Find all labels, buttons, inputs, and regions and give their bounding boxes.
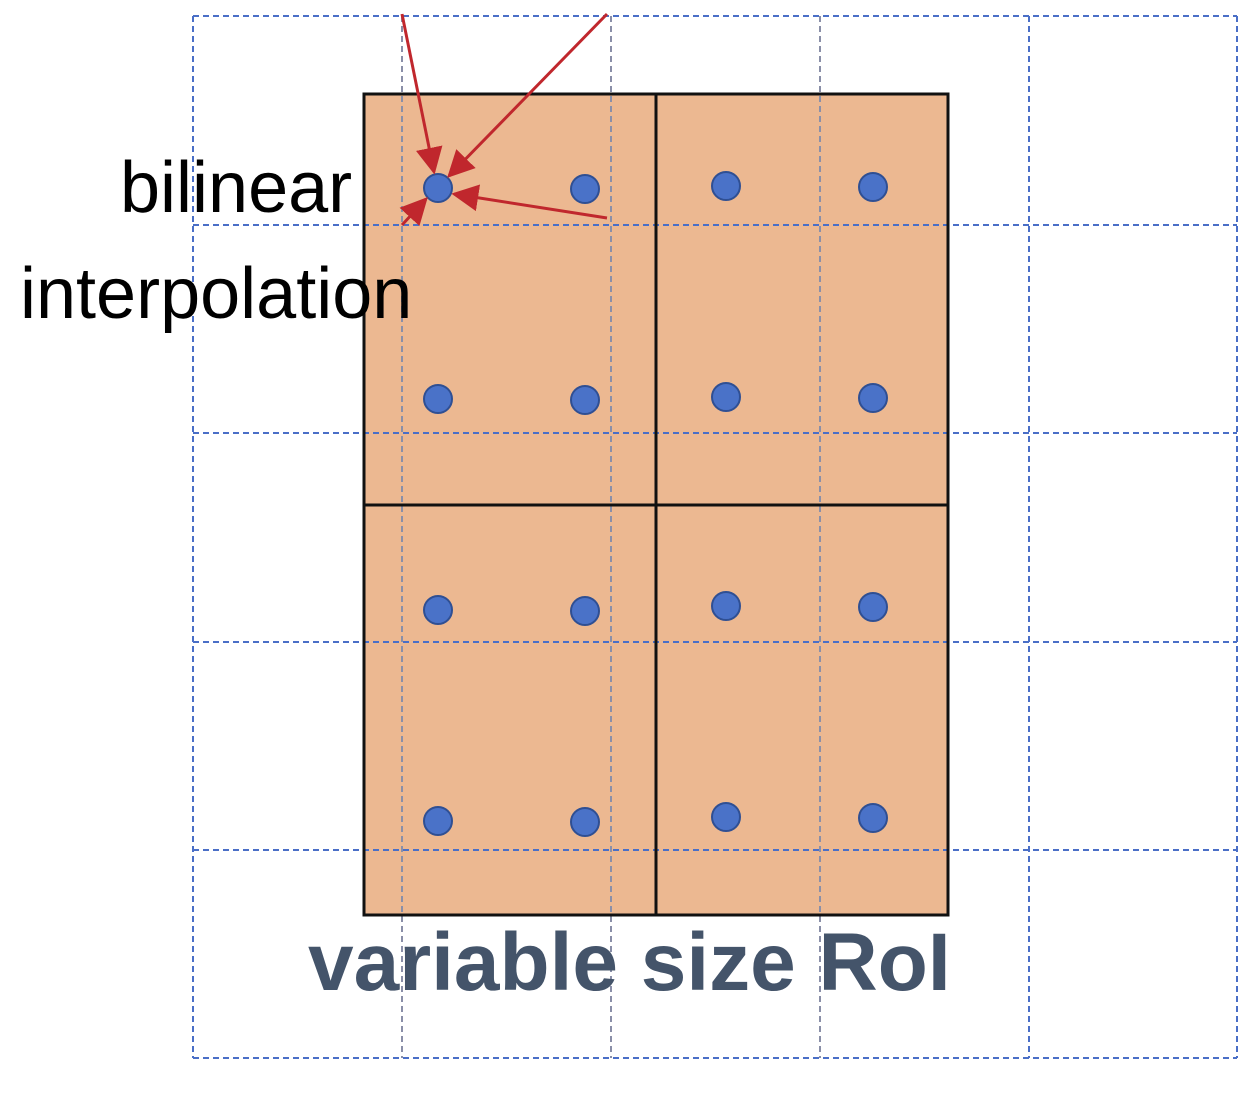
sample-point <box>570 385 600 415</box>
sample-point <box>711 382 741 412</box>
interpolation-arrows <box>399 12 609 227</box>
sample-points <box>423 171 888 837</box>
interpolation-arrow-top-right <box>447 12 609 178</box>
roi-bins <box>362 92 950 917</box>
sample-point <box>858 803 888 833</box>
sample-point <box>423 173 453 203</box>
sample-point <box>858 172 888 202</box>
sample-point <box>570 174 600 204</box>
sample-point <box>423 384 453 414</box>
sample-point <box>711 171 741 201</box>
sample-point <box>858 383 888 413</box>
interpolation-arrow-bottom-left <box>399 197 428 227</box>
sample-point <box>570 807 600 837</box>
sample-point <box>423 595 453 625</box>
interpolation-label-line1: bilinear <box>120 148 352 228</box>
sample-point <box>858 592 888 622</box>
interpolation-arrow-top-left <box>400 13 443 175</box>
interpolation-arrow-bottom-right <box>451 184 608 220</box>
interpolation-label-line2: interpolation <box>20 254 412 334</box>
roi-caption: variable size RoI <box>308 917 951 1008</box>
sample-point <box>570 596 600 626</box>
feature-grid <box>192 15 1238 1059</box>
sample-point <box>423 806 453 836</box>
sample-point <box>711 591 741 621</box>
sample-point <box>711 802 741 832</box>
